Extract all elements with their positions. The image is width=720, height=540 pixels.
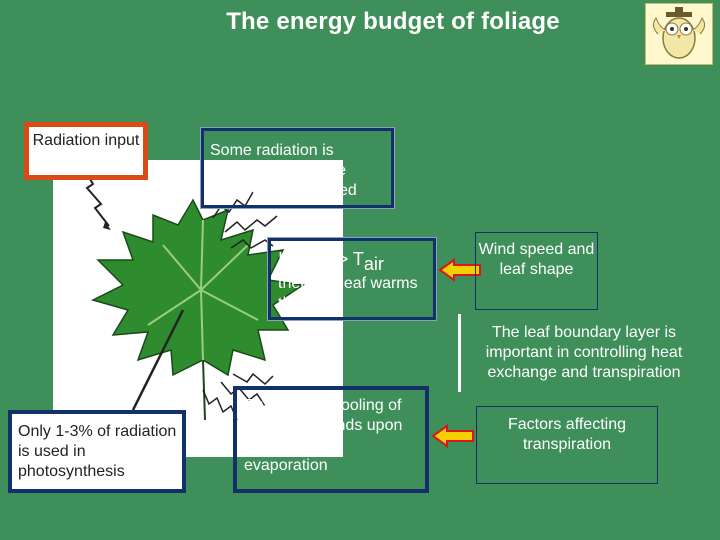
boundary-layer-text: The leaf boundary layer is important in … [468,320,700,392]
wind-speed-box: Wind speed and leaf shape [475,232,598,310]
leaf-temperature-box: If Tleaf > Tair then the leaf warms the … [268,238,436,320]
boundary-bracket [458,314,461,392]
owl-icon [646,4,712,64]
owl-logo [645,3,713,65]
evaporative-cooling-box: Evaporative cooling of the leaf depends … [233,386,429,493]
air-subscript: air [364,254,384,274]
tleaf-prefix: If T [278,249,304,269]
reflected-radiation-box: Some radiation is reflected and some ene… [201,128,394,208]
slide-title: The energy budget of foliage [0,8,720,36]
left-arrow-icon [431,424,475,448]
leaf-subscript: leaf [304,254,333,274]
radiation-input-box: Radiation input [24,122,148,180]
factors-transpiration-box: Factors affecting transpiration [476,406,658,484]
greater-than-t: > T [333,249,364,269]
photosynthesis-box: Only 1-3% of radiation is used in photos… [8,410,186,493]
tleaf-conclusion: then the leaf warms the air [278,275,418,312]
